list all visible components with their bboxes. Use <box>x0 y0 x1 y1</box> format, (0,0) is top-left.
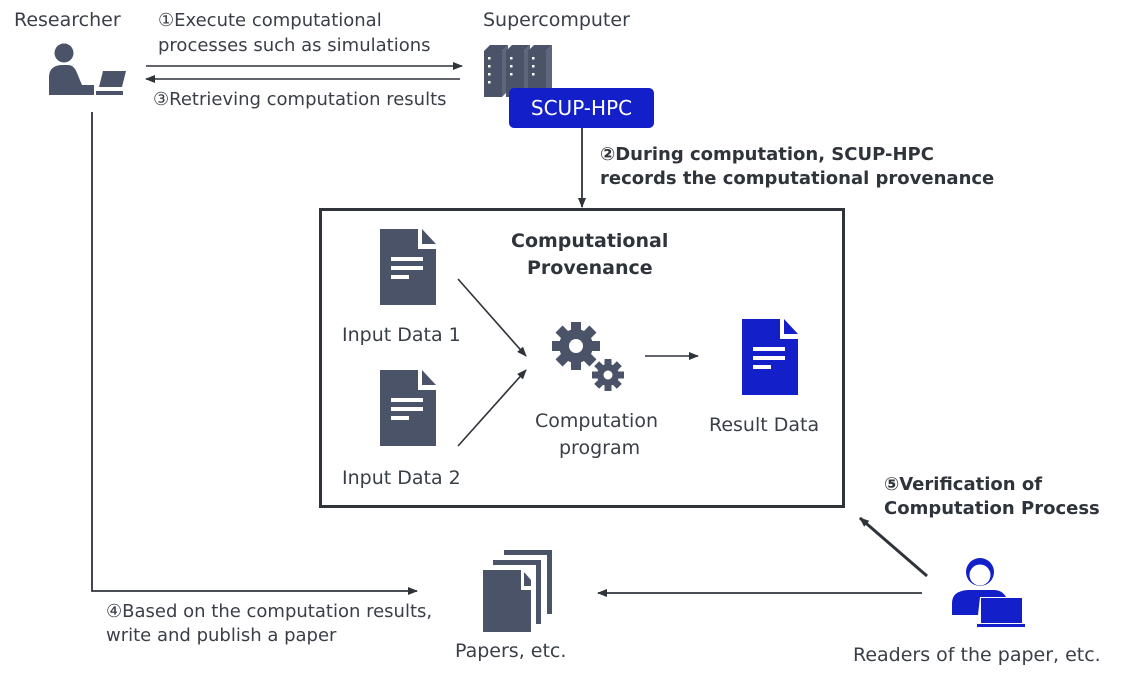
computation-program-line2: program <box>559 437 641 459</box>
step5-line2: Computation Process <box>884 498 1100 519</box>
provenance-title-line2: Provenance <box>527 257 653 279</box>
result-data-document-icon <box>742 319 798 395</box>
scup-hpc-badge: SCUP-HPC <box>509 88 654 128</box>
step2-line2: records the computational provenance <box>600 168 995 189</box>
arrow-step4 <box>91 112 418 595</box>
computation-program-line1: Computation <box>535 410 658 432</box>
computational-provenance-box <box>319 208 845 508</box>
gears-icon <box>552 322 624 391</box>
arrow-input2-to-program <box>457 369 527 447</box>
step3-label: ③Retrieving computation results <box>153 89 447 110</box>
input-data-1-label: Input Data 1 <box>342 324 461 346</box>
step4-line1: ④Based on the computation results, <box>106 601 433 622</box>
input-data-2-label: Input Data 2 <box>342 467 461 489</box>
stacked-documents-icon <box>483 550 552 632</box>
supercomputer-label: Supercomputer <box>483 9 630 31</box>
readers-label: Readers of the paper, etc. <box>853 644 1101 666</box>
server-racks-icon <box>484 45 552 97</box>
researcher-at-laptop-icon <box>49 43 126 95</box>
arrow-input1-to-program <box>457 278 527 357</box>
provenance-title-line1: Computational <box>511 230 669 252</box>
input-data-2-document-icon <box>380 370 436 446</box>
papers-label: Papers, etc. <box>455 640 567 662</box>
arrow-step5 <box>859 516 928 578</box>
result-data-label: Result Data <box>709 414 820 436</box>
input-data-1-document-icon <box>380 229 436 305</box>
step1-line2: processes such as simulations <box>158 35 431 56</box>
step4-line2: write and publish a paper <box>106 625 337 646</box>
researcher-label: Researcher <box>14 9 121 31</box>
step1-line1: ①Execute computational <box>158 10 382 31</box>
step5-line1: ⑤Verification of <box>884 474 1043 495</box>
reader-at-laptop-icon <box>952 558 1025 627</box>
step2-line1: ②During computation, SCUP-HPC <box>600 144 934 165</box>
